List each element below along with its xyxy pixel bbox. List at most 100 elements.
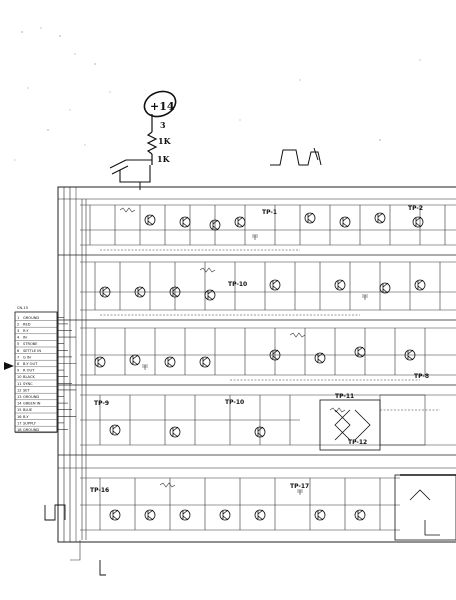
test-point-label: TP-11 — [335, 393, 354, 400]
connector-pin-label: GROUND — [23, 316, 39, 320]
resistor-icon — [146, 131, 158, 155]
connector-pin-number: 3 — [17, 329, 19, 333]
test-point-label: TP-8 — [414, 373, 429, 380]
transistor-icon — [144, 214, 156, 226]
transistor-icon — [109, 424, 121, 436]
capacitor-icon — [109, 159, 151, 183]
transistor-icon — [379, 282, 391, 294]
connector-pin-number: 2 — [17, 322, 19, 326]
test-point-label: TP-16 — [90, 487, 109, 494]
connector-pin-number: 5 — [17, 342, 19, 346]
connector-pin-number: 15 — [17, 408, 22, 412]
handwritten-annotation: +14 3 1K 1K — [109, 90, 177, 190]
transistor-icon — [334, 279, 346, 291]
transistor-icon — [354, 509, 366, 521]
transistors — [94, 212, 426, 521]
connector-pin-label: RED — [23, 322, 31, 326]
transistor-icon — [144, 509, 156, 521]
transistor-icon — [179, 509, 191, 521]
transistor-icon — [169, 286, 181, 298]
center-module — [319, 394, 426, 451]
connector-pin-number: 11 — [17, 382, 22, 386]
transistor-icon — [129, 354, 141, 366]
test-point-label: TP-10 — [228, 281, 247, 288]
board-frame — [57, 186, 456, 543]
wiring — [70, 199, 456, 561]
connector-pin-number: 14 — [17, 402, 22, 406]
transistor-icon — [304, 212, 316, 224]
connector-pin-label: BLACK — [23, 375, 35, 379]
connector-pin-label: R-Y — [23, 329, 29, 333]
connector-pin-label: SYNC — [23, 382, 33, 386]
supply-label: +14 — [150, 100, 175, 113]
connector-pin-number: 17 — [17, 421, 22, 425]
dashed-paths — [100, 249, 440, 411]
section-dividers — [58, 254, 456, 469]
test-point-label: TP-12 — [348, 439, 367, 446]
connector-pin-number: 16 — [17, 415, 22, 419]
connector-pin-number: 6 — [17, 349, 20, 353]
test-point-label: TP-10 — [225, 399, 244, 406]
transistor-icon — [199, 356, 211, 368]
resistor-value-a: 1K — [158, 136, 172, 146]
connector-pin-number: 4 — [17, 336, 20, 340]
pin-label: 3 — [160, 120, 166, 130]
transistor-icon — [339, 216, 351, 228]
scan-noise — [14, 27, 421, 161]
transistor-icon — [412, 216, 424, 228]
transistor-icon — [179, 216, 191, 228]
test-point-label: TP-2 — [408, 205, 423, 212]
transistor-icon — [314, 509, 326, 521]
transistor-icon — [109, 509, 121, 521]
transistor-icon — [374, 212, 386, 224]
connector-pin-number: 10 — [17, 375, 22, 379]
connector-pin-number: 9 — [17, 369, 20, 373]
transistor-icon — [94, 356, 106, 368]
test-point-label: TP-9 — [94, 400, 109, 407]
transistor-icon — [219, 509, 231, 521]
connector-pin-number: 18 — [17, 428, 22, 432]
transistor-icon — [254, 426, 266, 438]
connector-pin-label: B-Y — [23, 415, 29, 419]
transistor-icon — [269, 349, 281, 361]
transistor-icon — [99, 286, 111, 298]
transistor-icon — [254, 509, 266, 521]
transistor-icon — [414, 279, 426, 291]
transistor-icon — [204, 289, 216, 301]
connector-title: CN-15 — [17, 306, 28, 310]
connector-pin-label: IN — [23, 336, 27, 340]
passive-components — [119, 207, 368, 495]
connector-pin-number: 1 — [17, 316, 19, 320]
connector-pin-label: SET — [23, 388, 31, 392]
transistor-icon — [314, 352, 326, 364]
transistor-icon — [169, 426, 181, 438]
test-point-label: TP-1 — [262, 209, 277, 216]
transistor-icon — [134, 286, 146, 298]
connector-pin-label: R OUT — [23, 369, 35, 373]
connector-pin-label: B-Y OUT — [23, 362, 38, 366]
connector-pin-label: SETTLE IN — [23, 349, 41, 353]
transistor-icon — [269, 279, 281, 291]
connector-pin-label: BLUE — [23, 408, 33, 412]
connector-pin-label: GREEN IN — [23, 402, 41, 406]
connector-pin-number: 8 — [17, 362, 20, 366]
connector-pin-number: 7 — [17, 355, 19, 359]
waveform-icon — [270, 147, 322, 166]
waveform-icon — [44, 504, 106, 576]
transistor-icon — [234, 216, 246, 228]
connector-pin-number: 12 — [17, 388, 22, 392]
connector-pin-label: G IN — [23, 355, 31, 359]
connector-pin-label: STROBE — [23, 342, 38, 346]
connector-pin-number: 13 — [17, 395, 22, 399]
connector-pin-label: GROUND — [23, 395, 39, 399]
resistor-value-b: 1K — [157, 154, 171, 164]
transistor-icon — [354, 346, 366, 358]
transistor-icon — [164, 356, 176, 368]
connector-pin-label: GROUND — [23, 428, 39, 432]
transistor-icon — [404, 349, 416, 361]
connector-pin-label: SUPPLY — [23, 421, 37, 425]
right-corner-detail — [394, 474, 456, 541]
